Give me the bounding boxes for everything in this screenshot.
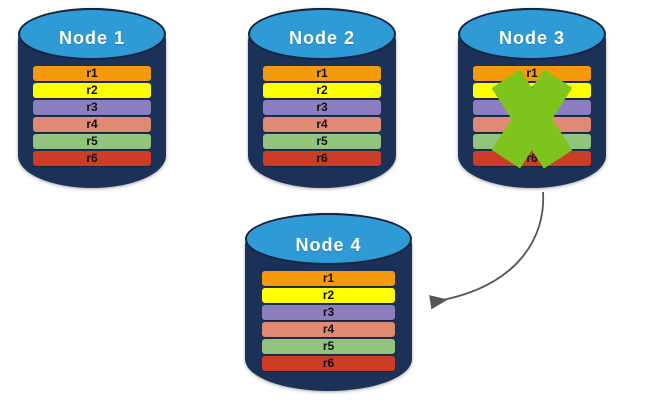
row-r6[interactable]: r6 [32, 151, 152, 166]
row-r4[interactable]: r4 [32, 117, 152, 132]
arrow-path [429, 191, 545, 310]
row-r1[interactable]: r1 [32, 66, 152, 81]
row-r1[interactable]: r1 [262, 66, 382, 81]
row-r3[interactable]: r3 [261, 305, 396, 320]
row-r6[interactable]: r6 [261, 356, 396, 371]
row-r5[interactable]: r5 [261, 339, 396, 354]
row-list: r1 r2 r3 r4 r5 r6 [261, 271, 396, 371]
cylinder-top-ellipse [248, 8, 396, 61]
cylinder-top-ellipse [458, 8, 606, 61]
row-list: r1 r2 r3 r4 r5 r6 [262, 66, 382, 166]
row-r5[interactable]: r5 [262, 134, 382, 149]
row-r5[interactable]: r5 [32, 134, 152, 149]
cylinder-top-ellipse [245, 213, 412, 265]
row-r2[interactable]: r2 [32, 83, 152, 98]
cylinder-top-ellipse [18, 8, 166, 61]
row-r3[interactable]: r3 [32, 100, 152, 115]
row-r1[interactable]: r1 [261, 271, 396, 286]
row-r2[interactable]: r2 [262, 83, 382, 98]
row-list: r1 r2 r3 r4 r5 r6 [32, 66, 152, 166]
row-r4[interactable]: r4 [261, 322, 396, 337]
row-r4[interactable]: r4 [262, 117, 382, 132]
row-r3[interactable]: r3 [262, 100, 382, 115]
row-r2[interactable]: r2 [261, 288, 396, 303]
row-r6[interactable]: r6 [262, 151, 382, 166]
